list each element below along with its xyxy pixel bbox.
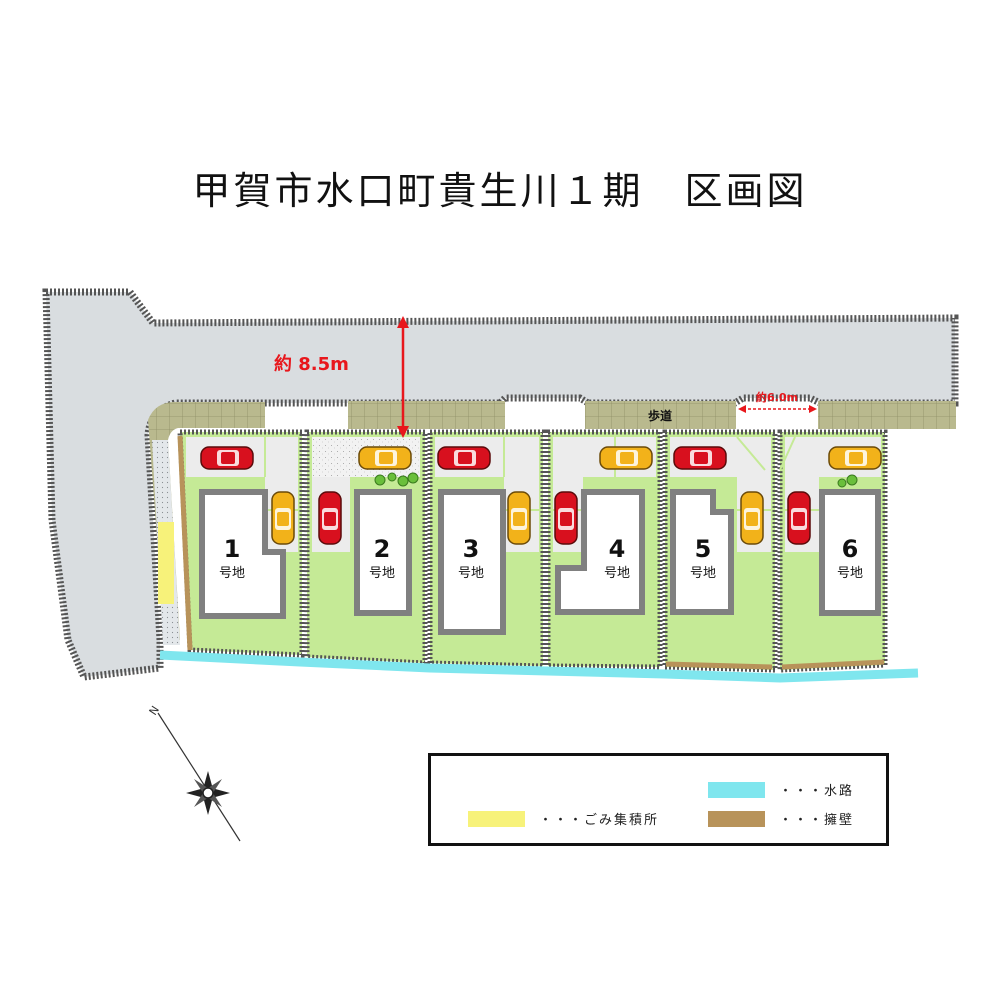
lot-2-number: 2: [374, 535, 391, 563]
legend-garbage: ・・・ごみ集積所: [468, 809, 659, 828]
car-icon: [554, 491, 578, 545]
waterway-swatch: [708, 781, 765, 798]
house-3: [438, 489, 506, 635]
gap-arrow: [738, 405, 817, 413]
lot-5-number: 5: [695, 535, 712, 563]
legend-garbage-label: ・・・ごみ集積所: [539, 813, 660, 828]
compass-icon: [157, 712, 241, 842]
car-icon: [673, 446, 727, 470]
retaining-wall: [781, 659, 885, 670]
lot-3-number: 3: [463, 535, 480, 563]
sidewalk: [585, 401, 736, 429]
lot-2-label: 号地: [369, 566, 395, 581]
road-width-label: 約 8.5m: [274, 353, 349, 375]
retaining-wall: [665, 661, 773, 670]
car-icon: [787, 491, 811, 545]
legend-waterway: ・・・水路: [708, 780, 854, 799]
road: [42, 288, 959, 681]
lot-4-number: 4: [609, 535, 626, 563]
car-icon: [358, 446, 412, 470]
car-icon: [437, 446, 491, 470]
lot-3-label: 号地: [458, 566, 484, 581]
car-icon: [740, 491, 764, 545]
lot-6-label: 号地: [837, 566, 863, 581]
lot-5-label: 号地: [690, 566, 716, 581]
lot-6-number: 6: [842, 535, 859, 563]
house-1: [199, 489, 286, 619]
lot-4-label: 号地: [604, 566, 630, 581]
car-icon: [200, 446, 254, 470]
garbage-collection-point: [158, 522, 174, 604]
car-icon: [599, 446, 653, 470]
car-icon: [507, 491, 531, 545]
legend-retaining-wall: ・・・擁壁: [708, 809, 854, 828]
sidewalk: [818, 401, 956, 429]
house-4: [555, 489, 645, 615]
legend: ・・・水路 ・・・ごみ集積所 ・・・擁壁: [428, 753, 889, 846]
house-2: [354, 489, 412, 616]
lot-1-number: 1: [224, 535, 241, 563]
car-icon: [318, 491, 342, 545]
sidewalk: [348, 401, 505, 429]
page-title: 甲賀市水口町貴生川１期 区画図: [192, 169, 808, 213]
retaining-wall: [177, 435, 193, 651]
gap-label: 約6.0m: [756, 390, 798, 404]
road-width-arrow: [397, 316, 409, 438]
sidewalk-label: 歩道: [648, 408, 672, 423]
car-icon: [828, 446, 882, 470]
legend-waterway-label: ・・・水路: [779, 784, 855, 799]
house-5: [670, 489, 734, 615]
car-icon: [271, 491, 295, 545]
tree-icon: [374, 472, 858, 488]
legend-retaining-wall-label: ・・・擁壁: [779, 813, 855, 828]
lot-1-label: 号地: [219, 566, 245, 581]
retaining-wall-swatch: [708, 810, 765, 827]
waterway: [159, 650, 919, 683]
garbage-swatch: [468, 810, 525, 827]
house-6: [819, 489, 881, 616]
